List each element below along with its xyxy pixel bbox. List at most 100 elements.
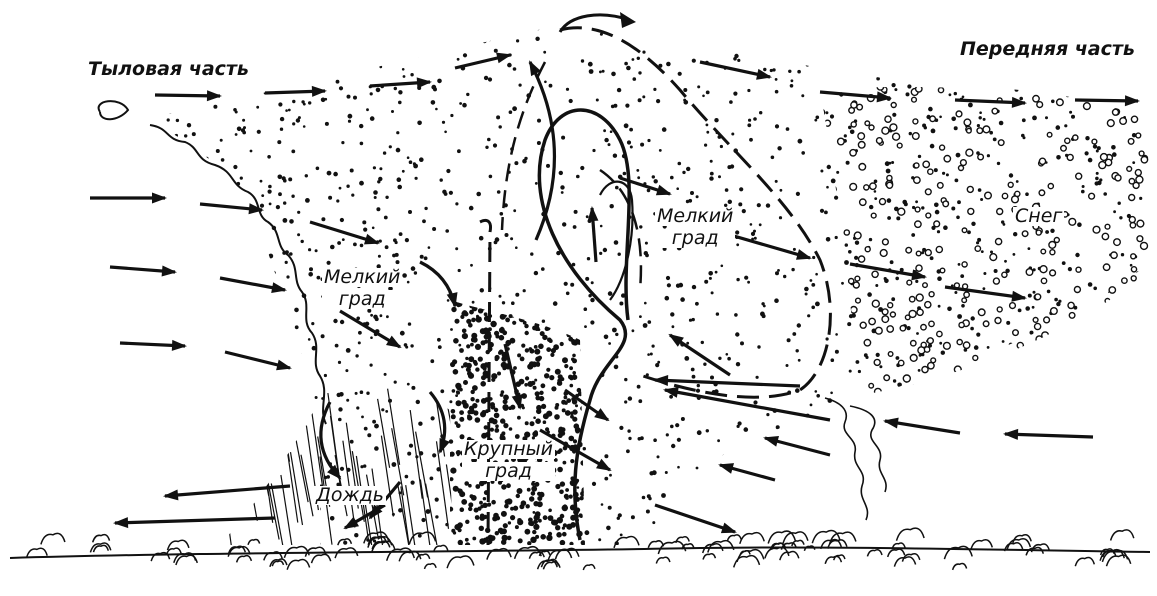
rain-streak — [296, 440, 308, 502]
hail-dot — [490, 402, 495, 407]
snow-flake — [887, 326, 893, 332]
precip-dot — [926, 464, 929, 467]
hail-dot — [476, 316, 482, 322]
precip-dot — [697, 85, 700, 88]
precip-dot — [738, 202, 742, 206]
precip-dot — [652, 345, 655, 348]
precip-dot — [472, 301, 475, 304]
precip-dot — [1119, 216, 1122, 219]
snow-flake — [1040, 266, 1047, 273]
precip-dot — [1025, 192, 1029, 196]
precip-dot — [1148, 100, 1152, 104]
precip-dot — [1016, 373, 1020, 377]
rain-streak — [388, 389, 400, 465]
hail-dot — [563, 461, 567, 465]
hail-dot — [560, 514, 565, 519]
precip-dot — [905, 73, 908, 76]
flow-arrow-shaft — [420, 262, 455, 306]
hail-dot — [472, 403, 477, 408]
precip-dot — [408, 322, 411, 325]
precip-dot — [968, 374, 973, 379]
snow-flake — [840, 314, 845, 319]
precip-dot — [411, 266, 416, 271]
flow-arrowhead — [1003, 429, 1018, 440]
precip-dot — [1142, 338, 1145, 341]
precip-dot — [611, 72, 616, 77]
precip-dot — [1068, 74, 1071, 77]
precip-dot — [708, 271, 713, 276]
precip-dot — [418, 534, 422, 538]
precip-dot — [559, 171, 563, 175]
precip-dot — [336, 57, 340, 61]
precip-dot — [199, 467, 202, 470]
precip-dot — [182, 406, 185, 409]
precip-dot — [599, 252, 602, 255]
precip-dot — [172, 192, 175, 195]
precip-dot — [820, 170, 823, 173]
hail-dot — [579, 496, 583, 500]
precip-dot — [488, 38, 491, 41]
snow-flake — [961, 160, 967, 166]
precip-dot — [726, 353, 729, 356]
flow-arrowhead — [207, 90, 222, 101]
precip-dot — [370, 92, 373, 95]
precip-dot — [168, 200, 171, 203]
hail-dot — [573, 322, 579, 328]
precip-dot — [975, 386, 979, 390]
precip-dot — [242, 119, 245, 122]
precip-dot — [864, 353, 868, 357]
precip-dot — [810, 279, 813, 282]
precip-dot — [1060, 331, 1065, 336]
precip-dot — [638, 399, 642, 403]
precip-dot — [288, 177, 292, 181]
hail-dot — [538, 303, 543, 308]
precip-dot — [233, 29, 236, 32]
precip-dot — [395, 253, 399, 257]
precip-dot — [869, 238, 872, 241]
bush — [425, 564, 437, 569]
precip-dot — [270, 426, 274, 430]
precip-dot — [403, 75, 406, 78]
flow-arrowhead — [113, 517, 128, 528]
precip-dot — [974, 345, 979, 350]
precip-dot — [714, 118, 718, 122]
precip-dot — [1081, 370, 1084, 373]
precip-dot — [1134, 425, 1137, 428]
precip-dot — [658, 29, 661, 32]
precip-dot — [729, 38, 734, 43]
precip-dot — [263, 278, 267, 282]
precip-dot — [1124, 519, 1127, 522]
precip-dot — [1087, 444, 1091, 448]
precip-dot — [374, 424, 379, 429]
hail-dot — [459, 410, 464, 415]
precip-dot — [244, 405, 247, 408]
snow-flake — [913, 133, 920, 140]
precip-dot — [935, 499, 939, 503]
hail-dot — [507, 536, 512, 541]
precip-dot — [385, 196, 388, 199]
precip-dot — [666, 276, 670, 280]
hail-dot — [450, 452, 455, 457]
snow-flake — [963, 387, 969, 393]
precip-dot — [234, 217, 238, 221]
precip-dot — [966, 375, 970, 379]
precip-dot — [749, 138, 753, 142]
label-large-hail-line2: град — [462, 462, 555, 481]
snow-flake — [1145, 352, 1150, 357]
snow-flake — [1070, 337, 1075, 342]
precip-dot — [470, 264, 473, 267]
precip-dot — [987, 460, 991, 464]
precip-dot — [601, 503, 604, 506]
precip-dot — [258, 505, 262, 509]
precip-dot — [848, 250, 852, 254]
precip-dot — [280, 117, 284, 121]
snow-flake — [864, 340, 870, 346]
precip-dot — [884, 401, 887, 404]
precip-dot — [230, 34, 234, 38]
snow-flake — [1046, 376, 1051, 381]
precip-dot — [1118, 468, 1121, 471]
bush — [312, 554, 331, 563]
snow-flake — [1092, 139, 1097, 144]
precip-dot — [775, 124, 779, 128]
precip-dot — [392, 50, 395, 53]
